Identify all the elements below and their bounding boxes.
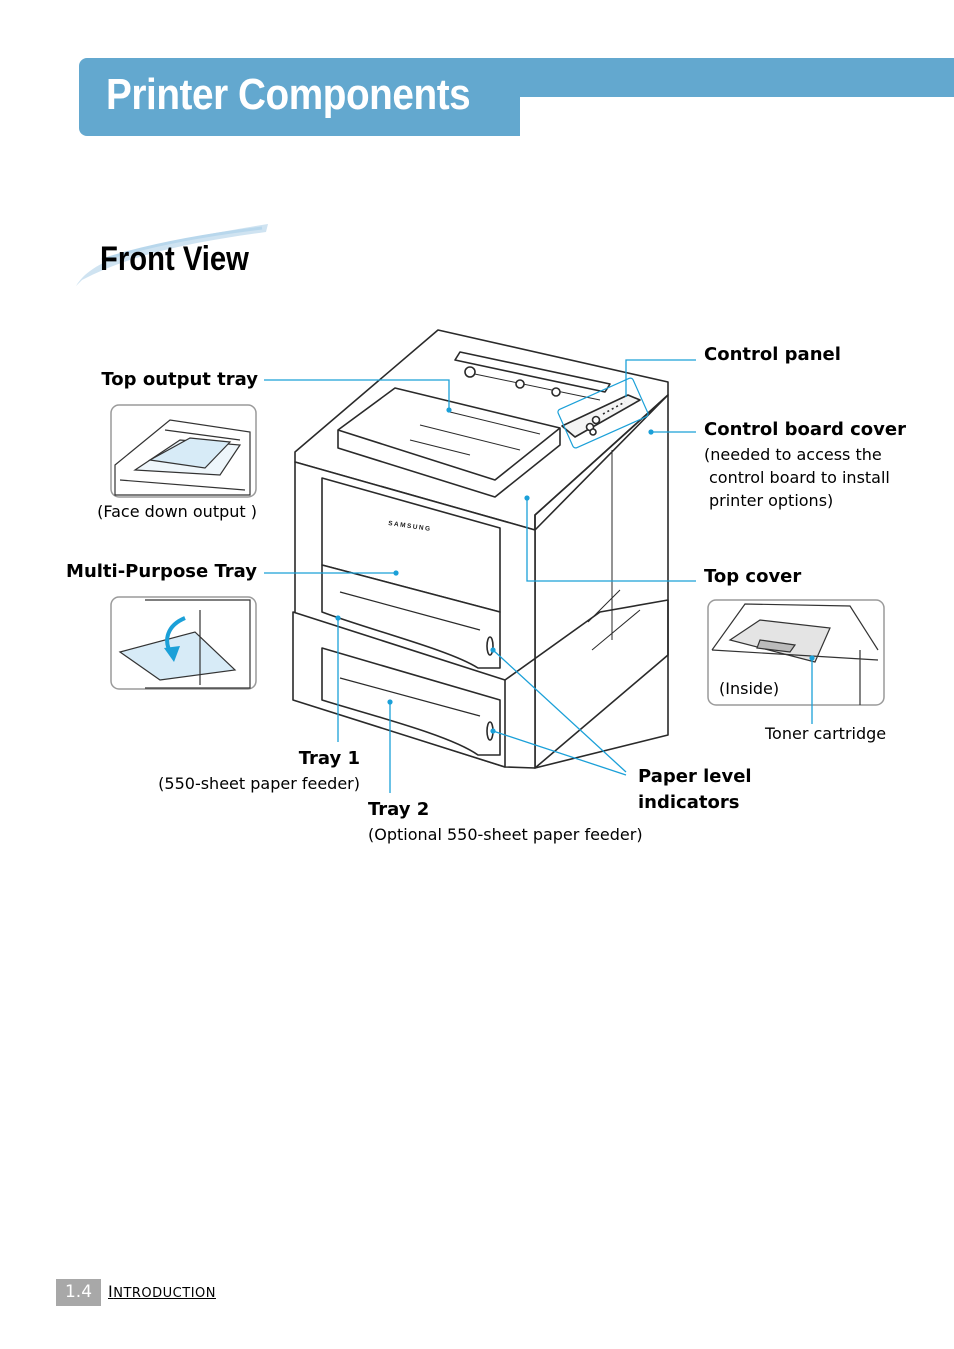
label-tray-1: Tray 1	[298, 748, 360, 769]
label-inside: (Inside)	[719, 679, 780, 698]
label-top-cover: Top cover	[704, 566, 802, 587]
label-multi-purpose-tray: Multi-Purpose Tray	[66, 561, 257, 582]
page-title: Printer Components	[106, 70, 471, 119]
label-paper-level-line-1: Paper level	[638, 766, 752, 787]
label-tray-2: Tray 2	[368, 799, 430, 820]
chapter-name: INTRODUCTION	[108, 1282, 216, 1301]
multi-purpose-tray-inset	[110, 596, 257, 690]
printer-inside-inset	[707, 599, 885, 706]
label-control-board-desc-3: printer options)	[709, 491, 834, 510]
label-control-board-desc-1: (needed to access the	[704, 445, 882, 464]
label-paper-level-line-2: indicators	[638, 792, 740, 813]
chapter-rest: NTRODUCTION	[113, 1286, 216, 1301]
label-tray-1-desc: (550-sheet paper feeder)	[158, 774, 360, 793]
title-banner-strip	[500, 58, 954, 97]
label-top-output-tray: Top output tray	[101, 369, 258, 390]
page-number: 1.4	[56, 1279, 101, 1306]
chapter-initial: I	[108, 1282, 114, 1301]
label-face-down-output: (Face down output )	[97, 502, 257, 521]
section-heading: Front View	[100, 240, 249, 278]
callout-leader-dots	[335, 407, 815, 734]
brush-stroke-decoration	[76, 224, 268, 286]
label-toner-cartridge: Toner cartridge	[765, 724, 887, 743]
label-tray-2-desc: (Optional 550-sheet paper feeder)	[368, 825, 643, 844]
label-control-board-cover: Control board cover	[704, 419, 906, 440]
callout-leader-lines	[264, 359, 813, 793]
control-panel-highlight	[557, 377, 649, 449]
label-control-panel: Control panel	[704, 344, 841, 365]
label-control-board-desc-2: control board to install	[709, 468, 890, 487]
top-output-tray-inset	[110, 404, 257, 498]
printer-illustration	[292, 329, 669, 769]
title-banner	[79, 58, 520, 136]
